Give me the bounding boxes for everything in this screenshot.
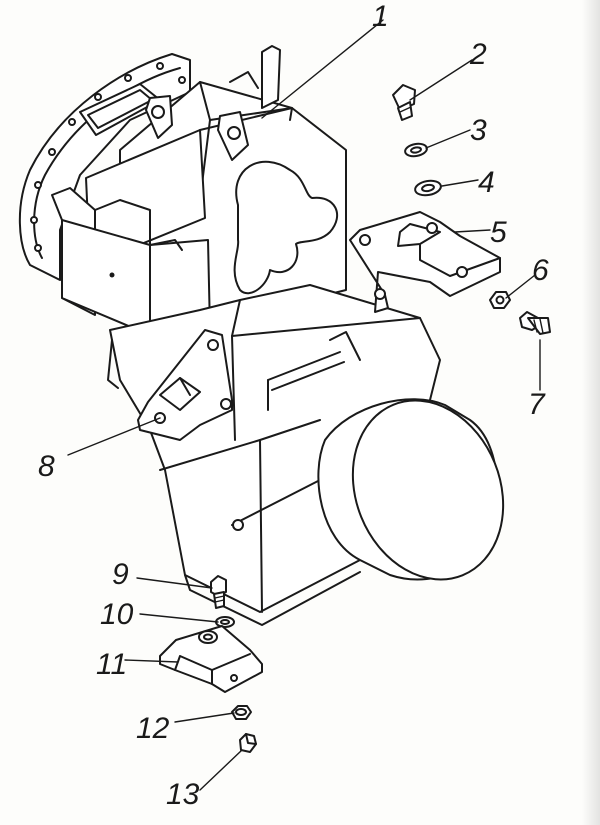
- leader-8: [67, 417, 161, 456]
- leader-3: [425, 129, 471, 149]
- callout-1: 1: [372, 0, 389, 33]
- leader-6: [505, 274, 536, 299]
- washer-4: [414, 179, 442, 197]
- leader-10: [139, 613, 219, 623]
- callout-numbers: 1 2 3 4 5 6 7 8 9 10 11 12 13: [38, 0, 549, 811]
- bolt-9: [210, 575, 227, 609]
- leader-13: [199, 749, 243, 791]
- leader-12: [174, 712, 235, 723]
- gearbox-body: [51, 45, 441, 626]
- callout-12: 12: [136, 712, 170, 745]
- lifting-lug-2: [217, 111, 249, 161]
- callout-13: 13: [166, 778, 200, 811]
- lifting-lug-1: [145, 95, 173, 139]
- leader-4: [441, 179, 479, 187]
- callout-7: 7: [528, 388, 546, 421]
- leader-1: [261, 19, 384, 119]
- bolt-7: [519, 311, 551, 335]
- left-mount-bracket: [137, 329, 233, 441]
- callout-2: 2: [469, 38, 487, 71]
- bracket-11: [159, 625, 263, 693]
- callout-10: 10: [100, 598, 134, 631]
- output-cover: [317, 398, 505, 581]
- callout-6: 6: [532, 254, 549, 287]
- flange-bolt-holes: [30, 62, 186, 252]
- leader-lines: [67, 19, 541, 791]
- right-mount-bracket: [349, 211, 501, 313]
- lifting-lug-3: [229, 45, 281, 109]
- callout-9: 9: [112, 558, 129, 591]
- leader-9: [136, 577, 213, 589]
- bolt-2: [392, 84, 416, 121]
- callout-4: 4: [478, 166, 495, 199]
- leader-2: [409, 59, 473, 101]
- leader-11: [124, 659, 179, 663]
- callout-3: 3: [470, 114, 487, 147]
- nut-13: [239, 733, 257, 753]
- callout-8: 8: [38, 450, 55, 483]
- nut-12: [231, 705, 252, 720]
- leader-5: [454, 229, 491, 233]
- washer-3: [404, 142, 428, 158]
- nut-6: [489, 291, 511, 309]
- callout-11: 11: [96, 648, 127, 681]
- callout-5: 5: [490, 216, 507, 249]
